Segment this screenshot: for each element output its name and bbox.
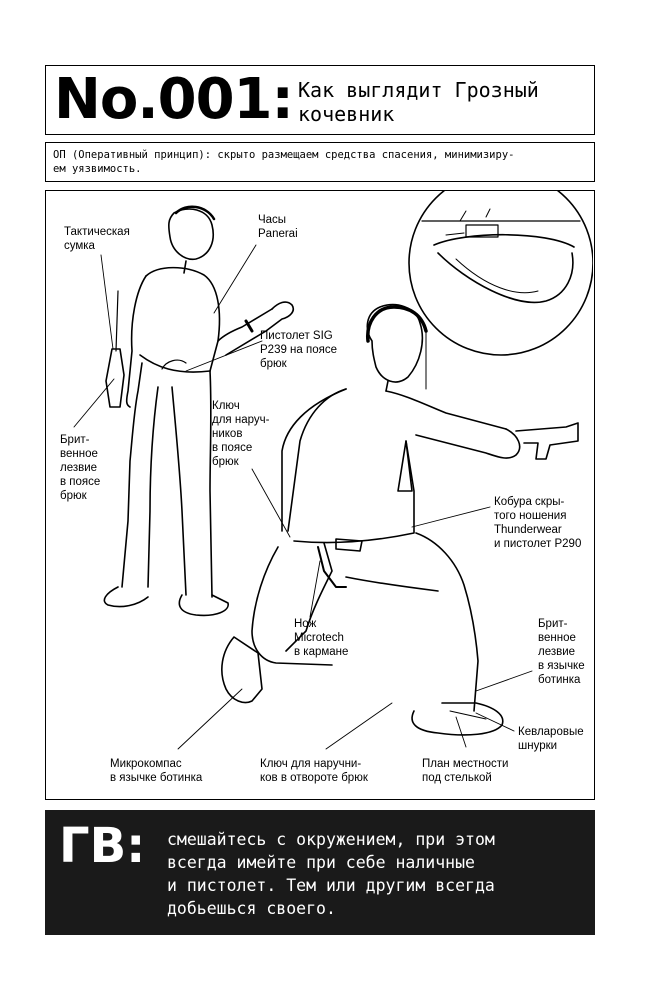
conclusion-line: всегда имейте при себе наличные	[167, 853, 475, 872]
conclusion-line: смешайтесь с окружением, при этом	[167, 830, 495, 849]
op-line: ем уязвимость.	[53, 163, 142, 175]
conclusion-line: и пистолет. Тем или другим всегда	[167, 876, 495, 895]
title-box: No.001: Как выглядит Грозный кочевник	[45, 65, 595, 135]
inset-zoom-drawing	[408, 191, 593, 390]
chapter-number: No.001:	[54, 67, 294, 132]
operating-principle-text: ОП (Оперативный принцип): скрыто размеща…	[53, 148, 587, 176]
page-title: Как выглядит Грозный кочевник	[298, 78, 588, 126]
op-line: ОП (Оперативный принцип): скрыто размеща…	[53, 149, 515, 161]
operating-principle-box: ОП (Оперативный принцип): скрыто размеща…	[45, 142, 595, 182]
standing-figure-drawing	[103, 205, 295, 617]
conclusion-label: ГВ:	[59, 818, 146, 874]
leader-lines	[73, 244, 533, 750]
conclusion-box: ГВ: смешайтесь с окружением, при этом вс…	[45, 810, 595, 935]
illustration	[73, 191, 593, 750]
page-title-line: Как выглядит Грозный	[298, 78, 539, 102]
conclusion-line: добьешься своего.	[167, 899, 336, 918]
page-title-line: кочевник	[298, 102, 395, 126]
conclusion-text: смешайтесь с окружением, при этом всегда…	[167, 828, 587, 920]
label-handcuff-key-cuff: Ключ для наручни-ков в отвороте брюк	[260, 758, 368, 784]
kneeling-figure-drawing	[221, 303, 579, 736]
